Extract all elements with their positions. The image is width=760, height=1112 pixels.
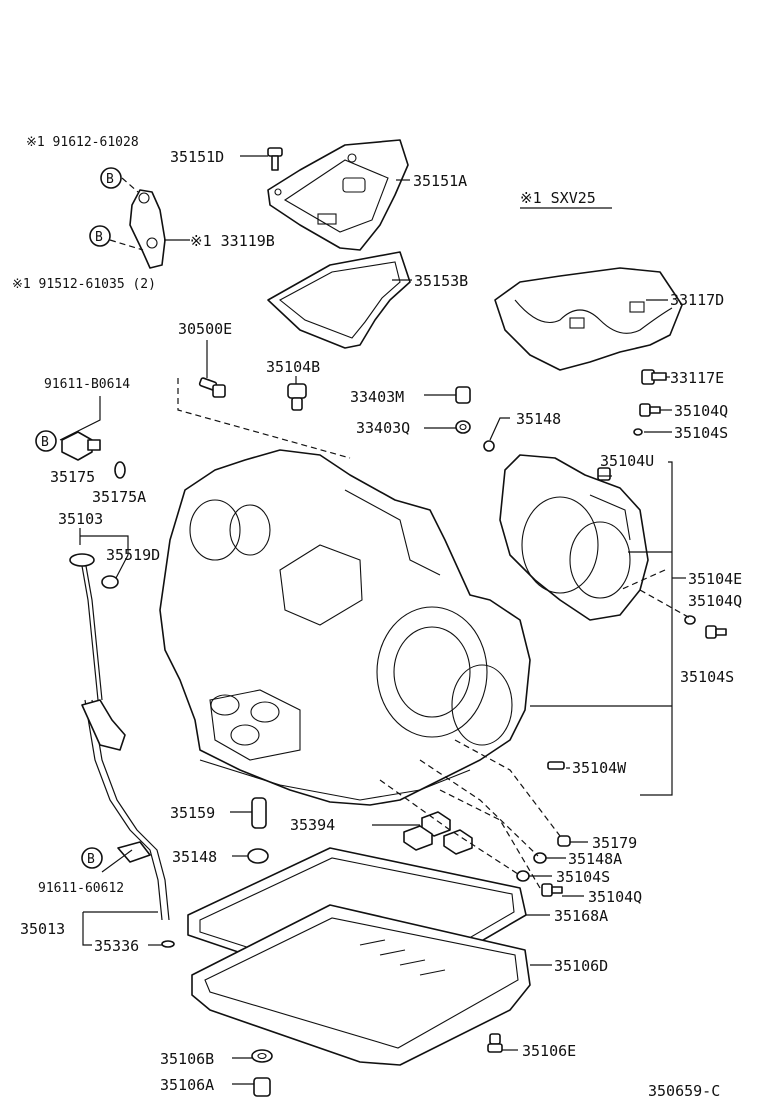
o-ring-35104S-bot — [516, 870, 530, 882]
svg-text:B: B — [41, 435, 49, 450]
label-35159: 35159 — [170, 804, 215, 822]
bolt-35151D — [267, 147, 283, 171]
marker-b-3: B — [35, 430, 57, 452]
valve-body-cover-35151A — [267, 139, 409, 251]
label-drawing-number: 350659-C — [648, 1082, 720, 1100]
marker-b-4: B — [81, 847, 103, 869]
label-35104S-top: 35104S — [674, 424, 728, 442]
label-35519D: 35519D — [106, 546, 160, 564]
label-35106A: 35106A — [160, 1076, 214, 1094]
bolt-35104Q-mid — [705, 625, 727, 639]
o-ring-35104S-mid — [684, 615, 696, 625]
drain-plug-35106A — [253, 1077, 271, 1097]
label-35336: 35336 — [94, 937, 139, 955]
label-35104E: 35104E — [688, 570, 742, 588]
plug-35148-top — [483, 440, 495, 452]
bolt-35104U — [597, 467, 611, 481]
label-35103: 35103 — [58, 510, 103, 528]
bolt-30500E — [198, 377, 226, 398]
o-ring-35336 — [161, 940, 175, 948]
transaxle-case-sxv25 — [499, 454, 649, 621]
washer-35104S-top — [633, 428, 643, 436]
marker-b-1: B — [100, 167, 122, 189]
label-35104S-bot: 35104S — [556, 868, 610, 886]
label-35148A: 35148A — [568, 850, 622, 868]
cover-33117D — [494, 267, 683, 371]
label-35104B: 35104B — [266, 358, 320, 376]
label-33117D: 33117D — [670, 291, 724, 309]
part-labels: ※1 91612-61028 35151D 35151A ※1 33119B ※… — [12, 135, 742, 1100]
label-35153B: 35153B — [414, 272, 468, 290]
bolt-35104Q-top — [639, 403, 661, 417]
label-91612-61028: ※1 91612-61028 — [26, 135, 139, 150]
label-35175: 35175 — [50, 468, 95, 486]
leader-lines — [59, 155, 686, 1085]
oil-filler-tube-35013 — [81, 699, 170, 921]
bolt-35104Q-bot — [541, 883, 563, 897]
label-35106E: 35106E — [522, 1042, 576, 1060]
label-35175A: 35175A — [92, 488, 146, 506]
ring-33403Q — [455, 420, 471, 434]
label-35151D: 35151D — [170, 148, 224, 166]
svg-text:B: B — [95, 230, 103, 245]
label-35104Q-mid: 35104Q — [688, 592, 742, 610]
label-91611-60612: 91611-60612 — [38, 881, 124, 896]
washer-35106B — [251, 1049, 273, 1063]
label-30500E: 30500E — [178, 320, 232, 338]
label-35013: 35013 — [20, 920, 65, 938]
transaxle-case-main — [159, 449, 531, 806]
label-35104U: 35104U — [600, 452, 654, 470]
label-35104W: 35104W — [572, 759, 627, 777]
label-35106B: 35106B — [160, 1050, 214, 1068]
label-sxv25: ※1 SXV25 — [520, 189, 596, 207]
switch-33403M — [455, 386, 471, 404]
label-35104S-mid: 35104S — [680, 668, 734, 686]
label-35179: 35179 — [592, 834, 637, 852]
dipstick-35103 — [69, 553, 103, 701]
grommet-35519D — [101, 575, 119, 589]
sensor-35175 — [61, 431, 101, 461]
svg-text:B: B — [87, 852, 95, 867]
label-35151A: 35151A — [413, 172, 467, 190]
pipe-35159 — [251, 797, 267, 829]
marker-b-2: B — [89, 225, 111, 247]
label-35106D: 35106D — [554, 957, 608, 975]
plug-35179 — [557, 835, 571, 847]
label-91512-61035: ※1 91512-61035 (2) — [12, 277, 156, 292]
label-33119B: ※1 33119B — [190, 232, 275, 250]
label-33117E: 33117E — [670, 369, 724, 387]
label-35104Q-top: 35104Q — [674, 402, 728, 420]
oil-pan-35106D — [191, 904, 531, 1066]
magnets-35394 — [403, 811, 473, 855]
label-35148-top: 35148 — [516, 410, 561, 428]
bolt-35106E — [487, 1033, 503, 1053]
label-33403M: 33403M — [350, 388, 404, 406]
label-91611-B0614: 91611-B0614 — [44, 377, 130, 392]
svg-text:B: B — [106, 172, 114, 187]
label-35168A: 35168A — [554, 907, 608, 925]
plug-35104B — [287, 383, 307, 411]
label-35104Q-bot: 35104Q — [588, 888, 642, 906]
bracket-33119B — [129, 189, 166, 269]
plug-35148-bot — [247, 848, 269, 864]
label-35394: 35394 — [290, 816, 335, 834]
pin-35104W — [547, 761, 565, 770]
label-35148-bot: 35148 — [172, 848, 217, 866]
dashed-guides — [379, 569, 691, 889]
gasket-35153B — [267, 251, 411, 349]
label-33403Q: 33403Q — [356, 419, 410, 437]
bolt-33117E — [641, 369, 667, 385]
o-ring-35175A — [114, 461, 126, 479]
